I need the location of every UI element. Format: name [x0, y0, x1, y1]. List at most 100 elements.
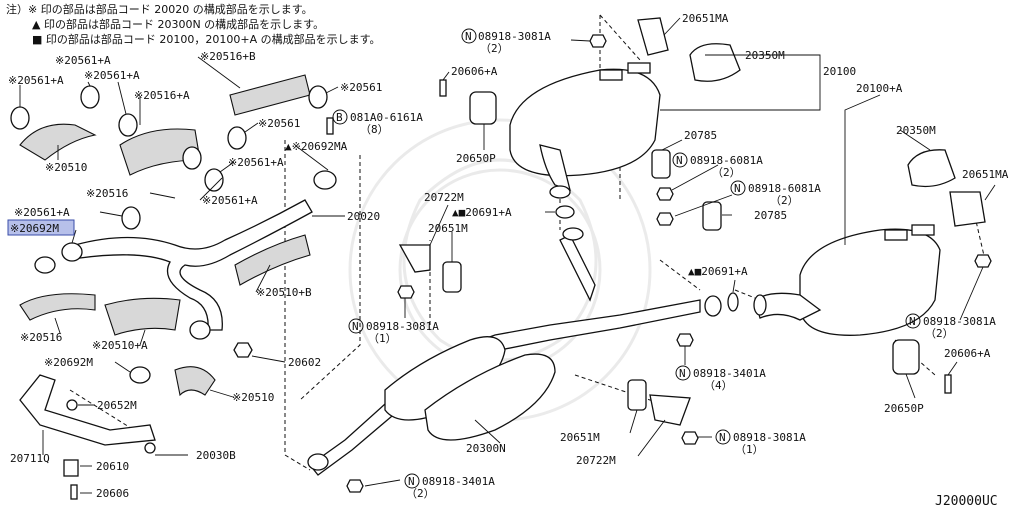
- flange-lower[interactable]: [189, 320, 211, 340]
- flange-riser[interactable]: [562, 227, 584, 241]
- mount-20610[interactable]: [63, 459, 79, 477]
- washer-20652m[interactable]: [66, 399, 78, 411]
- pre-muffler-left[interactable]: [384, 336, 506, 421]
- label-20516[interactable]: ※20516: [86, 187, 128, 200]
- flange-center-front[interactable]: [307, 453, 329, 471]
- nut-08918-3081a-b[interactable]: [681, 431, 699, 445]
- label-20561a-m[interactable]: ※20561+A: [228, 156, 284, 169]
- bolt-20606[interactable]: [70, 484, 78, 500]
- label-20561-r[interactable]: ※20561: [340, 81, 382, 94]
- muffler-a-inlet-flange[interactable]: [753, 294, 767, 316]
- muffler-a-outlet-1[interactable]: [884, 229, 908, 241]
- label-20350m-top[interactable]: 20350M: [745, 49, 785, 62]
- label-20606a-right[interactable]: 20606+A: [944, 347, 991, 360]
- label-20606a-top[interactable]: 20606+A: [451, 65, 498, 78]
- muffler-a-inlet-pipe[interactable]: [754, 292, 822, 321]
- hanger-20651m-top[interactable]: [442, 261, 462, 293]
- label-08918-6081a-2[interactable]: 08918-6081A: [748, 182, 821, 195]
- label-20692ma[interactable]: ▲※20692MA: [285, 140, 348, 153]
- label-081a0[interactable]: 081A0-6161A: [350, 111, 423, 124]
- label-20610[interactable]: 20610: [96, 460, 129, 473]
- label-20650p-top[interactable]: 20650P: [456, 152, 496, 165]
- gasket-20691a-2[interactable]: [727, 292, 739, 312]
- pre-muffler-right[interactable]: [424, 353, 556, 441]
- clamp-20561a-3[interactable]: [118, 113, 138, 137]
- label-20561-m[interactable]: ※20561: [258, 117, 300, 130]
- muffler-outlet-2[interactable]: [627, 62, 651, 74]
- label-20602[interactable]: 20602: [288, 356, 321, 369]
- label-20692m[interactable]: ※20692M: [44, 356, 93, 369]
- label-20651m-bottom[interactable]: 20651M: [560, 431, 600, 444]
- heat-shield-20510b[interactable]: [234, 234, 311, 286]
- label-08918-3081a-b[interactable]: 08918-3081A: [733, 431, 806, 444]
- label-20606[interactable]: 20606: [96, 487, 129, 500]
- label-20510b[interactable]: ※20510+B: [256, 286, 312, 299]
- label-20692m-selected[interactable]: ※20692M: [10, 222, 59, 235]
- clamp-20561a-1[interactable]: [10, 106, 30, 130]
- label-08918-3401a-b[interactable]: 08918-3401A: [422, 475, 495, 488]
- label-20100[interactable]: 20100: [823, 65, 856, 78]
- nut-20602[interactable]: [233, 342, 253, 358]
- clamp-20561a-5[interactable]: [121, 206, 141, 230]
- tail-tip-20350m-right[interactable]: [907, 149, 956, 188]
- label-08918-3081a-r[interactable]: 08918-3081A: [923, 315, 996, 328]
- label-20561a-l2[interactable]: ※20561+A: [14, 206, 70, 219]
- label-20561a-m2[interactable]: ※20561+A: [202, 194, 258, 207]
- muffler-outlet-1[interactable]: [599, 69, 623, 81]
- label-08918-3081a-m[interactable]: 08918-3081A: [366, 320, 439, 333]
- gasket-20692m-left[interactable]: [34, 256, 56, 274]
- clamp-20561a-6[interactable]: [182, 146, 202, 170]
- flange-center-rear[interactable]: [704, 295, 722, 317]
- insulator-20650p-top[interactable]: [469, 91, 497, 125]
- nut-08918-6081a-1[interactable]: [656, 187, 674, 201]
- label-20516a[interactable]: ※20516+A: [134, 89, 190, 102]
- label-20100a[interactable]: 20100+A: [856, 82, 903, 95]
- bolt-20606a-right[interactable]: [944, 374, 952, 394]
- gasket-20692m-lower[interactable]: [129, 366, 151, 384]
- label-08918-3081a-top[interactable]: 08918-3081A: [478, 30, 551, 43]
- insulator-20650p-right[interactable]: [892, 339, 920, 375]
- label-20651ma-right[interactable]: 20651MA: [962, 168, 1009, 181]
- label-20516b[interactable]: ※20516+B: [200, 50, 256, 63]
- clip-20030b[interactable]: [144, 442, 156, 454]
- label-20652m[interactable]: 20652M: [97, 399, 137, 412]
- label-20785-top[interactable]: 20785: [684, 129, 717, 142]
- label-20516-lower[interactable]: ※20516: [20, 331, 62, 344]
- hanger-20651m-bottom[interactable]: [627, 379, 647, 411]
- clamp-20561a-2[interactable]: [80, 85, 100, 109]
- main-muffler-20100a[interactable]: [799, 228, 941, 336]
- label-20651m-top[interactable]: 20651M: [428, 222, 468, 235]
- flange-left[interactable]: [61, 242, 83, 262]
- insulator-20785-1[interactable]: [651, 149, 671, 179]
- label-20350m-right[interactable]: 20350M: [896, 124, 936, 137]
- label-08918-6081a-1[interactable]: 08918-6081A: [690, 154, 763, 167]
- label-20300n[interactable]: 20300N: [466, 442, 506, 455]
- heat-shield-20516b[interactable]: [229, 74, 311, 116]
- bracket-20722m-top[interactable]: [398, 244, 431, 273]
- front-pipe-20020[interactable]: [74, 199, 313, 331]
- label-20510-bottom[interactable]: ※20510: [232, 391, 274, 404]
- label-20561a-2[interactable]: ※20561+A: [84, 69, 140, 82]
- label-20651ma-top[interactable]: 20651MA: [682, 12, 729, 25]
- heat-shield-20516-lower[interactable]: [19, 293, 96, 321]
- nut-08918-6081a-2[interactable]: [656, 212, 674, 226]
- label-20020[interactable]: 20020: [347, 210, 380, 223]
- label-20650p-right[interactable]: 20650P: [884, 402, 924, 415]
- main-muffler-20100[interactable]: [509, 68, 661, 177]
- mount-20651ma-right[interactable]: [949, 191, 986, 227]
- insulator-20785-2[interactable]: [702, 201, 722, 231]
- muffler-inlet-flange[interactable]: [549, 185, 571, 199]
- label-08918-3401a-m[interactable]: 08918-3401A: [693, 367, 766, 380]
- center-tube-riser[interactable]: [559, 234, 596, 302]
- label-20510[interactable]: ※20510: [45, 161, 87, 174]
- label-20561a-left[interactable]: ※20561+A: [8, 74, 64, 87]
- nut-08918-3081a-top[interactable]: [589, 34, 607, 48]
- clamp-20561a-4[interactable]: [204, 168, 224, 192]
- bolt-081a0[interactable]: [326, 117, 334, 135]
- mount-20651ma-top[interactable]: [637, 17, 669, 56]
- nut-08918-3401a-m[interactable]: [676, 333, 694, 347]
- clamp-20561-r[interactable]: [308, 85, 328, 109]
- tail-tip-20350m-top[interactable]: [689, 43, 741, 82]
- heat-shield-20510-upper[interactable]: [19, 123, 97, 161]
- bracket-20722m-bottom[interactable]: [649, 394, 691, 426]
